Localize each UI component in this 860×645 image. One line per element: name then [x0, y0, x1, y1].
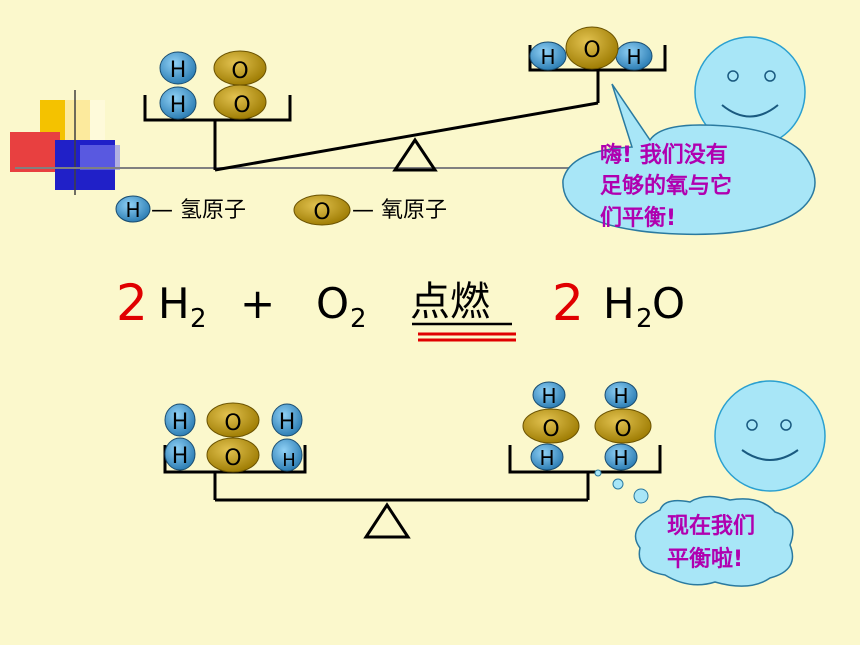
- svg-text:O: O: [583, 38, 600, 63]
- oxygen-atom: O: [206, 402, 260, 438]
- top-left-h2-molecules: H H O O: [159, 50, 267, 120]
- h2-symbol: H: [158, 279, 190, 328]
- reaction-condition: 点燃: [410, 279, 490, 325]
- hydrogen-atom: H: [164, 403, 196, 437]
- svg-text:H: H: [172, 410, 189, 435]
- hydrogen-atom: H: [271, 403, 303, 437]
- coefficient-h2o: 2: [552, 274, 584, 332]
- hydrogen-atom: H: [271, 438, 303, 472]
- svg-text:H: H: [613, 446, 628, 470]
- svg-text:嗨! 我们没有: 嗨! 我们没有: [600, 142, 728, 168]
- svg-text:O: O: [542, 417, 559, 442]
- oxygen-atom: O: [213, 50, 267, 86]
- o2-symbol: O: [316, 279, 349, 328]
- speech-bubble-top: 嗨! 我们没有 足够的氧与它 们平衡!: [562, 83, 816, 236]
- svg-text:H: H: [539, 446, 554, 470]
- legend-hydrogen-icon: H: [115, 195, 151, 223]
- hydrogen-atom: H: [532, 381, 566, 409]
- svg-text:们平衡!: 们平衡!: [600, 205, 676, 231]
- atom-legend: H — 氢原子 O — 氧原子: [115, 194, 447, 226]
- o2-subscript: 2: [350, 304, 367, 334]
- bottom-left-reactants: H H O O H H: [164, 402, 303, 473]
- thought-bubble-bottom: 现在我们 平衡啦!: [594, 469, 794, 587]
- decorative-corner-blocks: [10, 90, 600, 195]
- svg-text:H: H: [282, 450, 296, 471]
- oxygen-atom: O: [594, 408, 652, 444]
- plus-sign: +: [240, 279, 275, 328]
- svg-text:H: H: [626, 45, 641, 69]
- svg-text:O: O: [313, 200, 330, 225]
- svg-text:O: O: [233, 93, 250, 118]
- smiley-face-bottom: [714, 380, 826, 492]
- hydrogen-atom: H: [529, 41, 567, 71]
- oxygen-atom: O: [213, 84, 267, 120]
- legend-oxygen-label: — 氧原子: [352, 198, 447, 223]
- svg-text:H: H: [172, 444, 189, 469]
- hydrogen-atom: H: [604, 381, 638, 409]
- legend-oxygen-icon: O: [293, 194, 351, 226]
- svg-text:H: H: [613, 384, 628, 408]
- oxygen-atom: O: [565, 26, 619, 70]
- svg-text:O: O: [224, 411, 241, 436]
- svg-text:H: H: [125, 198, 140, 222]
- svg-text:平衡啦!: 平衡啦!: [667, 546, 743, 572]
- hydrogen-atom: H: [159, 86, 197, 120]
- oxygen-atom: O: [522, 408, 580, 444]
- coefficient-h2: 2: [116, 274, 148, 332]
- svg-text:O: O: [614, 417, 631, 442]
- hydrogen-atom: H: [530, 443, 564, 471]
- hydrogen-atom: H: [164, 437, 196, 471]
- svg-text:H: H: [540, 45, 555, 69]
- chemical-equation: 2 H 2 + O 2 点燃 2 H 2 O: [116, 274, 685, 342]
- top-right-h2o-molecule: H H O: [529, 26, 653, 71]
- svg-text:现在我们: 现在我们: [667, 513, 755, 539]
- legend-hydrogen-label: — 氢原子: [151, 198, 246, 223]
- h2o-subscript: 2: [636, 304, 653, 334]
- svg-text:足够的氧与它: 足够的氧与它: [600, 173, 732, 199]
- svg-text:O: O: [224, 446, 241, 471]
- hydrogen-atom: H: [604, 443, 638, 471]
- svg-text:H: H: [170, 93, 187, 118]
- svg-text:H: H: [541, 384, 556, 408]
- svg-text:O: O: [231, 59, 248, 84]
- svg-text:H: H: [170, 58, 187, 83]
- svg-text:H: H: [279, 410, 296, 435]
- h2-subscript: 2: [190, 304, 207, 334]
- hydrogen-atom: H: [159, 51, 197, 85]
- oxygen-atom: O: [206, 437, 260, 473]
- hydrogen-atom: H: [615, 41, 653, 71]
- bottom-right-products: H O H H O H: [522, 381, 652, 471]
- h2o-o-symbol: O: [652, 279, 685, 328]
- h2o-h-symbol: H: [603, 279, 635, 328]
